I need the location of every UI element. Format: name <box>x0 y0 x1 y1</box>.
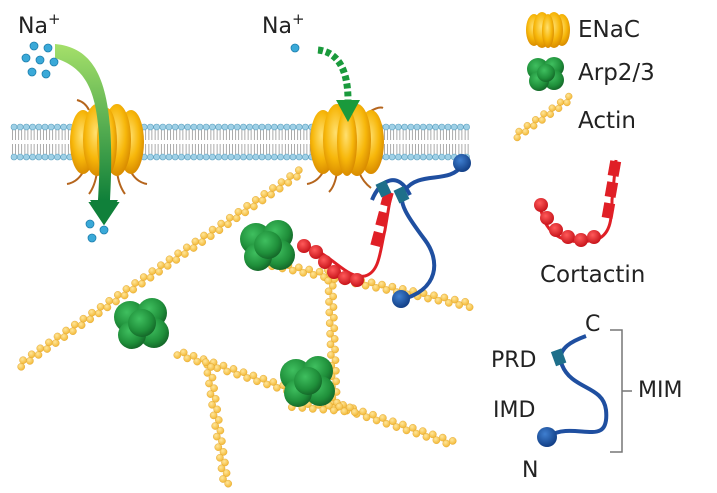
sodium-reduced-arrow-head <box>336 100 360 122</box>
sodium-charge: + <box>47 10 61 28</box>
sodium-ions-inside-left <box>85 219 109 243</box>
actin-icon <box>513 92 573 142</box>
mim-bound <box>370 154 471 308</box>
actin-network <box>17 166 474 488</box>
legend-cortactin-label: Cortactin <box>540 262 646 288</box>
mim-prd-label: PRD <box>491 348 537 373</box>
sodium-ion-outside-right <box>290 43 300 53</box>
enac-channel-right <box>306 104 384 193</box>
arp23-complexes <box>114 220 335 407</box>
sodium-influx-arrow-body <box>55 44 112 200</box>
mim-n-terminal-label: N <box>522 458 539 483</box>
arp23-complex <box>114 298 169 349</box>
mim-icon <box>537 334 609 447</box>
cortactin-icon <box>534 159 622 247</box>
sodium-charge: + <box>291 10 305 28</box>
mim-c-terminal-label: C <box>585 312 601 337</box>
legend-actin-label: Actin <box>578 108 636 134</box>
mim-bracket <box>610 329 632 453</box>
legend-enac-label: ENaC <box>578 17 640 43</box>
mim-bracket-label: MIM <box>638 378 683 403</box>
arp23-complex <box>240 220 295 271</box>
arp23-complex <box>280 356 335 407</box>
cortactin-bound <box>297 190 394 287</box>
sodium-symbol: Na <box>262 14 292 39</box>
arp23-icon <box>527 57 564 91</box>
sodium-influx-arrow-head <box>90 200 118 222</box>
sodium-label-right: Na+ <box>262 12 305 38</box>
sodium-reduced-arrow <box>317 46 352 101</box>
legend-arp-label: Arp2/3 <box>578 60 655 86</box>
sodium-ions-outside-left <box>21 41 59 79</box>
enac-icon <box>526 12 570 48</box>
mim-imd-label: IMD <box>493 398 536 423</box>
sodium-label-left: Na+ <box>18 12 61 38</box>
sodium-symbol: Na <box>18 14 48 39</box>
